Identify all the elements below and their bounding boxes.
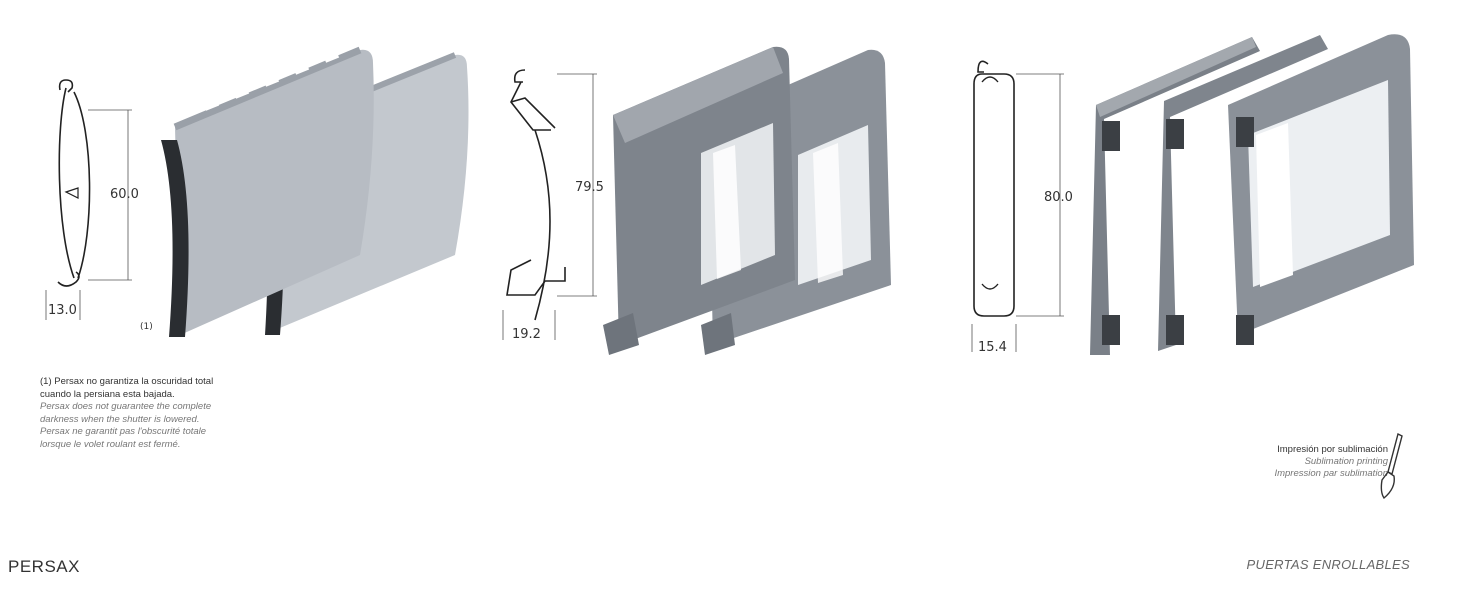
profile-3-height: 80.0 <box>1044 190 1073 205</box>
footnote-fr-2: lorsque le volet roulant est fermé. <box>40 438 181 450</box>
profile-2-height: 79.5 <box>575 180 604 195</box>
profile-1-height: 60.0 <box>110 187 139 202</box>
footnote-es-2: cuando la persiana esta bajada. <box>40 388 175 400</box>
footnote-en-1: Persax does not guarantee the complete <box>40 401 212 412</box>
flat-slat-window-render <box>1090 34 1414 355</box>
brand-logo-text: PERSAX <box>8 557 80 576</box>
profile-2-width: 19.2 <box>512 327 541 342</box>
footer-section-title: PUERTAS ENROLLABLES <box>1246 557 1410 572</box>
sublimation-en: Sublimation printing <box>1304 456 1388 467</box>
footnote-ref: (1) <box>140 322 153 332</box>
footnote: (1) Persax no garantiza la oscuridad tot… <box>40 376 280 451</box>
sublimation-fr: Impression par sublimation <box>1274 468 1388 479</box>
footnote-es-1: (1) Persax no garantiza la oscuridad tot… <box>40 376 214 387</box>
sublimation-text: Impresión por sublimación Sublimation pr… <box>1274 444 1388 480</box>
sublimation-es: Impresión por sublimación <box>1277 444 1388 455</box>
profile-3-width: 15.4 <box>978 340 1007 355</box>
footnote-fr-1: Persax ne garantit pas l'obscurité total… <box>40 426 207 437</box>
profile-1-width: 13.0 <box>48 303 77 318</box>
light-slat-render <box>161 46 469 337</box>
profile-1-cross-section <box>45 79 132 320</box>
profile-2-cross-section <box>502 69 597 340</box>
cropped-top-text <box>978 0 1398 6</box>
profile-3-cross-section <box>971 60 1064 352</box>
paintbrush-icon <box>1380 432 1403 500</box>
footnote-en-2: darkness when the shutter is lowered. <box>40 413 200 425</box>
dark-slat-window-render <box>603 46 891 355</box>
